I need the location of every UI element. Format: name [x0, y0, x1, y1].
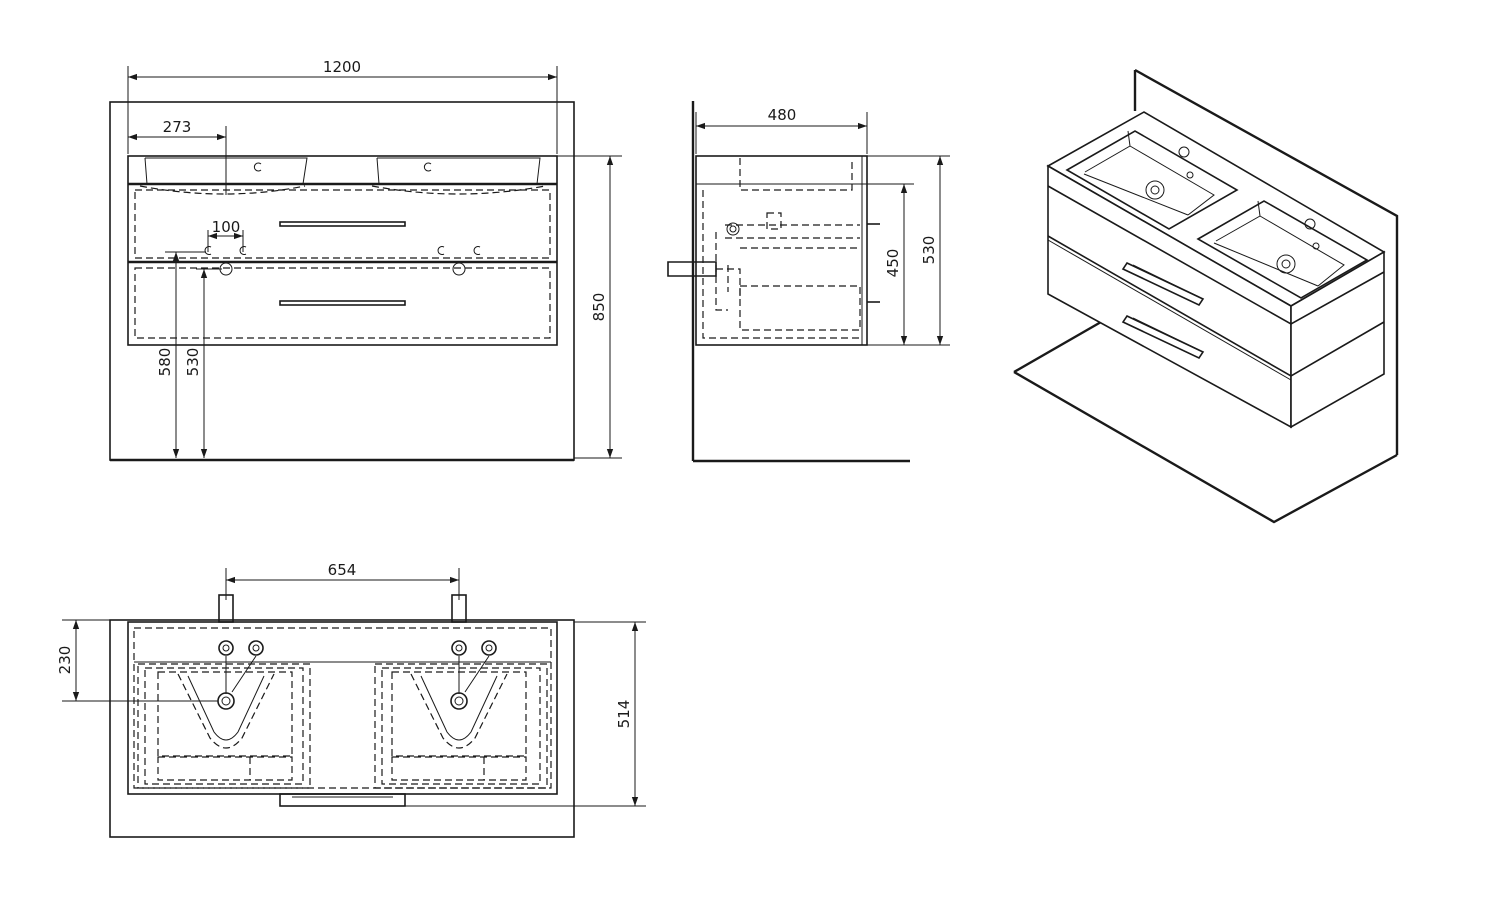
front-drain-right: [452, 262, 466, 276]
front-valve-mark-4: [473, 246, 481, 255]
plan-worktop: [127, 621, 558, 795]
iso-wall: [1134, 68, 1399, 455]
front-valve-mark-2: [239, 246, 247, 255]
iso-basin-left-drain: [1145, 180, 1165, 200]
side-drawer-upper-hidden: [702, 190, 860, 339]
dim-label-850: 850: [590, 293, 608, 322]
plan-valve-right: [481, 640, 497, 656]
plan-tap-right: [451, 640, 467, 656]
plan-basin-right-outer: [374, 663, 548, 789]
plan-basin-left-drain: [217, 692, 235, 710]
plan-wall-outline: [109, 619, 575, 838]
side-trap-fitting: [726, 222, 740, 236]
dim-label-530-side: 530: [920, 236, 938, 265]
front-basin-right: [376, 157, 541, 185]
dim-label-514: 514: [615, 700, 633, 729]
side-siphon-connector: [766, 212, 782, 230]
front-tap-mark-1: [253, 162, 262, 172]
dim-label-230: 230: [56, 646, 74, 675]
front-cabinet: [127, 155, 558, 346]
iso-floor: [1013, 320, 1398, 524]
plan-valve-left: [248, 640, 264, 656]
dim-label-480: 480: [768, 106, 797, 124]
side-drawer-lower-hidden: [739, 247, 861, 331]
side-cabinet: [695, 155, 868, 346]
front-handle-lower: [279, 300, 406, 306]
front-valve-mark-1: [204, 246, 212, 255]
plan-basin-right-bowl: [410, 673, 508, 749]
iso-basin-right-drain: [1276, 254, 1296, 274]
dim-label-273: 273: [163, 118, 192, 136]
side-basin-hidden: [739, 158, 853, 191]
front-valve-mark-3: [437, 246, 445, 255]
iso-cabinet-side: [1290, 250, 1385, 429]
dim-label-100: 100: [212, 218, 241, 236]
front-basin-left-bowl: [139, 185, 306, 195]
iso-drawer-split: [1047, 235, 1385, 377]
front-drawer-upper-hidden: [134, 189, 551, 259]
plan-view: 654 230 514: [56, 561, 646, 838]
plan-tap-left: [218, 640, 234, 656]
dim-label-654: 654: [328, 561, 357, 579]
plan-basin-left-outer: [137, 663, 311, 789]
front-drawer-lower-hidden: [134, 267, 551, 339]
isometric-view: [1013, 68, 1399, 524]
iso-basin-right: [1196, 200, 1369, 299]
plan-basin-right-drain: [450, 692, 468, 710]
side-drain-pipe-hidden: [716, 268, 741, 300]
dim-label-450: 450: [884, 249, 902, 278]
front-tap-mark-2: [423, 162, 432, 172]
dim-label-1200: 1200: [323, 58, 361, 76]
dim-label-530-front: 530: [184, 348, 202, 377]
dim-label-580: 580: [156, 348, 174, 377]
front-view: 1200 273 100 850 580 530: [109, 58, 622, 462]
plan-basin-left-bowl: [177, 673, 275, 749]
side-trap-hidden: [715, 224, 860, 311]
iso-basin-left: [1065, 130, 1239, 230]
front-basin-left: [144, 157, 308, 185]
side-view: 480 530 450: [667, 101, 950, 463]
front-handle-upper: [279, 221, 406, 227]
plan-handle: [279, 793, 406, 807]
side-drain-pipe: [667, 261, 717, 277]
